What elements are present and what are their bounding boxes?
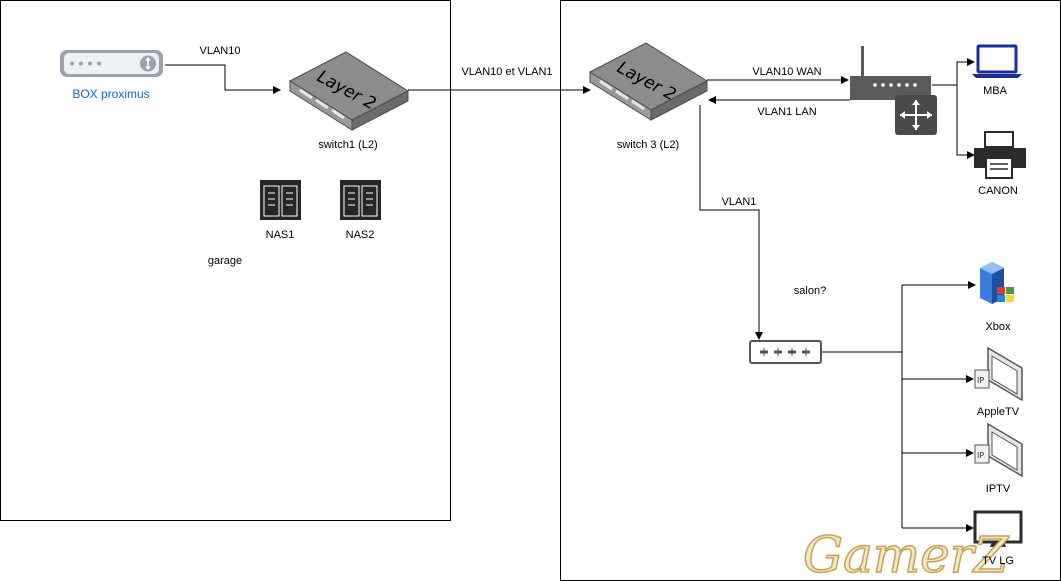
appletv-label: AppleTV: [977, 406, 1020, 418]
xbox-label: Xbox: [985, 321, 1011, 333]
iptv-label: IPTV: [986, 483, 1011, 495]
printer-icon: [974, 131, 1026, 179]
link-box-switch1: [165, 64, 281, 94]
layer2-switch-icon: Layer 2: [588, 42, 709, 121]
svg-text:IP: IP: [977, 451, 984, 460]
switch1-label: switch1 (L2): [318, 139, 377, 151]
nas1-label: NAS1: [266, 229, 295, 241]
vlan1-lan-label: VLAN1 LAN: [757, 106, 816, 118]
hub-icon: [749, 340, 822, 364]
nas-icon: [260, 180, 301, 220]
ip-display-icon: IP: [974, 346, 1023, 402]
link-router-mba: [932, 58, 975, 86]
vlan1-label: VLAN1: [722, 196, 757, 208]
ip-display-icon: IP: [974, 422, 1023, 478]
nas2-label: NAS2: [346, 229, 375, 241]
modem-icon: [60, 50, 163, 77]
layer2-switch-icon: Layer 2: [288, 51, 410, 131]
watermark: GamerZ: [803, 526, 1010, 581]
vlan10-et-vlan1-label: VLAN10 et VLAN1: [461, 66, 552, 78]
switch3-label: switch 3 (L2): [617, 139, 679, 151]
garage-zone-label: garage: [208, 255, 242, 267]
mba-label: MBA: [983, 85, 1008, 97]
svg-text:IP: IP: [977, 376, 984, 385]
garage-zone: [0, 0, 451, 521]
vlan10-label: VLAN10: [200, 45, 241, 57]
link-switch3-hub: [699, 105, 763, 340]
salon-zone-label: salon?: [794, 285, 826, 297]
tvlg-label: TV LG: [982, 555, 1014, 567]
nas-icon: [340, 180, 381, 220]
wireless-router-icon: [850, 46, 931, 100]
canon-label: CANON: [978, 185, 1018, 197]
tv-icon: [973, 510, 1023, 547]
server-windows-icon: [980, 262, 1014, 304]
vlan10-wan-label: VLAN10 WAN: [752, 66, 821, 78]
router-arrows-icon: [895, 95, 937, 135]
box-proximus-label: BOX proximus: [72, 87, 149, 101]
laptop-icon: [972, 44, 1022, 78]
link-router-canon: [956, 85, 975, 159]
